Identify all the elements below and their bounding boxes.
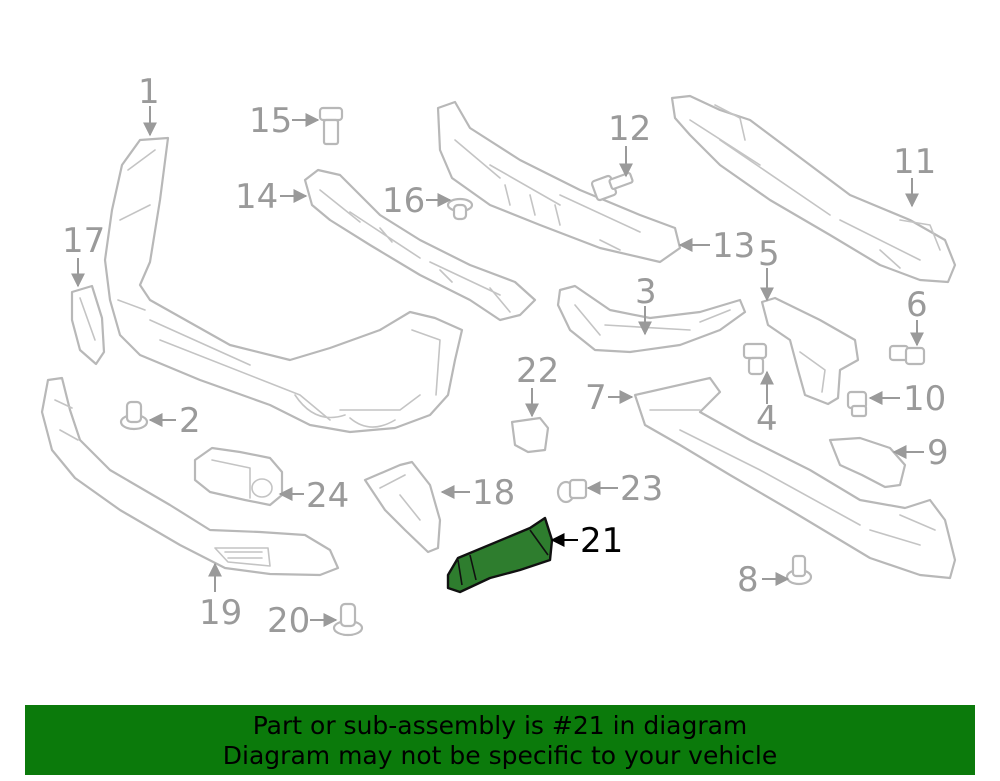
callout-11: 11 bbox=[893, 142, 936, 182]
callout-8: 8 bbox=[737, 560, 759, 600]
part-22-clip bbox=[510, 416, 550, 454]
callout-labels: 1 2 3 4 5 6 7 8 9 10 11 12 13 14 15 16 1… bbox=[62, 72, 949, 641]
callout-6: 6 bbox=[906, 285, 928, 325]
part-18-bracket bbox=[363, 460, 442, 554]
callout-7: 7 bbox=[585, 378, 607, 418]
fastener-8 bbox=[785, 554, 813, 586]
callout-17: 17 bbox=[62, 221, 105, 261]
fasteners bbox=[119, 106, 926, 637]
callout-21: 21 bbox=[580, 521, 623, 561]
callout-23: 23 bbox=[620, 469, 663, 509]
callout-5: 5 bbox=[758, 234, 780, 274]
part-17-side-cover bbox=[70, 284, 106, 366]
callout-20: 20 bbox=[267, 601, 310, 641]
fastener-23 bbox=[556, 478, 588, 504]
part-24-sensor bbox=[193, 446, 284, 507]
fastener-6 bbox=[888, 344, 926, 366]
callout-14: 14 bbox=[235, 177, 278, 217]
part-19-lower-trim bbox=[40, 376, 340, 577]
fastener-16 bbox=[446, 197, 474, 221]
parts-diagram: 1 2 3 4 5 6 7 8 9 10 11 12 13 14 15 16 1… bbox=[40, 72, 957, 641]
callout-22: 22 bbox=[516, 351, 559, 391]
banner-line-1: Part or sub-assembly is #21 in diagram bbox=[252, 711, 748, 740]
info-banner: Part or sub-assembly is #21 in diagram D… bbox=[25, 705, 975, 775]
fastener-10 bbox=[846, 390, 868, 418]
callout-13: 13 bbox=[712, 226, 755, 266]
callout-15: 15 bbox=[249, 101, 292, 141]
callout-4: 4 bbox=[756, 399, 778, 439]
part-21-highlighted[interactable] bbox=[446, 516, 554, 594]
part-5-side-bracket bbox=[760, 296, 860, 406]
part-11-reinforcement bbox=[670, 94, 957, 284]
callout-24: 24 bbox=[306, 476, 349, 516]
fastener-15 bbox=[318, 106, 344, 146]
callout-18: 18 bbox=[472, 473, 515, 513]
callout-9: 9 bbox=[927, 433, 949, 473]
banner-line-2: Diagram may not be specific to your vehi… bbox=[222, 741, 778, 770]
fastener-20 bbox=[332, 602, 364, 637]
leader-lines bbox=[71, 106, 924, 627]
callout-1: 1 bbox=[138, 72, 160, 112]
part-7-lower-deflector bbox=[633, 376, 957, 580]
callout-3: 3 bbox=[635, 272, 657, 312]
fastener-4 bbox=[742, 342, 768, 376]
part-1-bumper-cover bbox=[103, 136, 464, 434]
fastener-2 bbox=[119, 400, 149, 431]
part-14-upper-bracket bbox=[303, 168, 537, 322]
callout-10: 10 bbox=[903, 379, 946, 419]
callout-12: 12 bbox=[608, 109, 651, 149]
fastener-12 bbox=[590, 172, 634, 202]
callout-19: 19 bbox=[199, 593, 242, 633]
callout-16: 16 bbox=[382, 181, 425, 221]
callout-2: 2 bbox=[179, 401, 201, 441]
part-9-bracket bbox=[828, 436, 907, 489]
